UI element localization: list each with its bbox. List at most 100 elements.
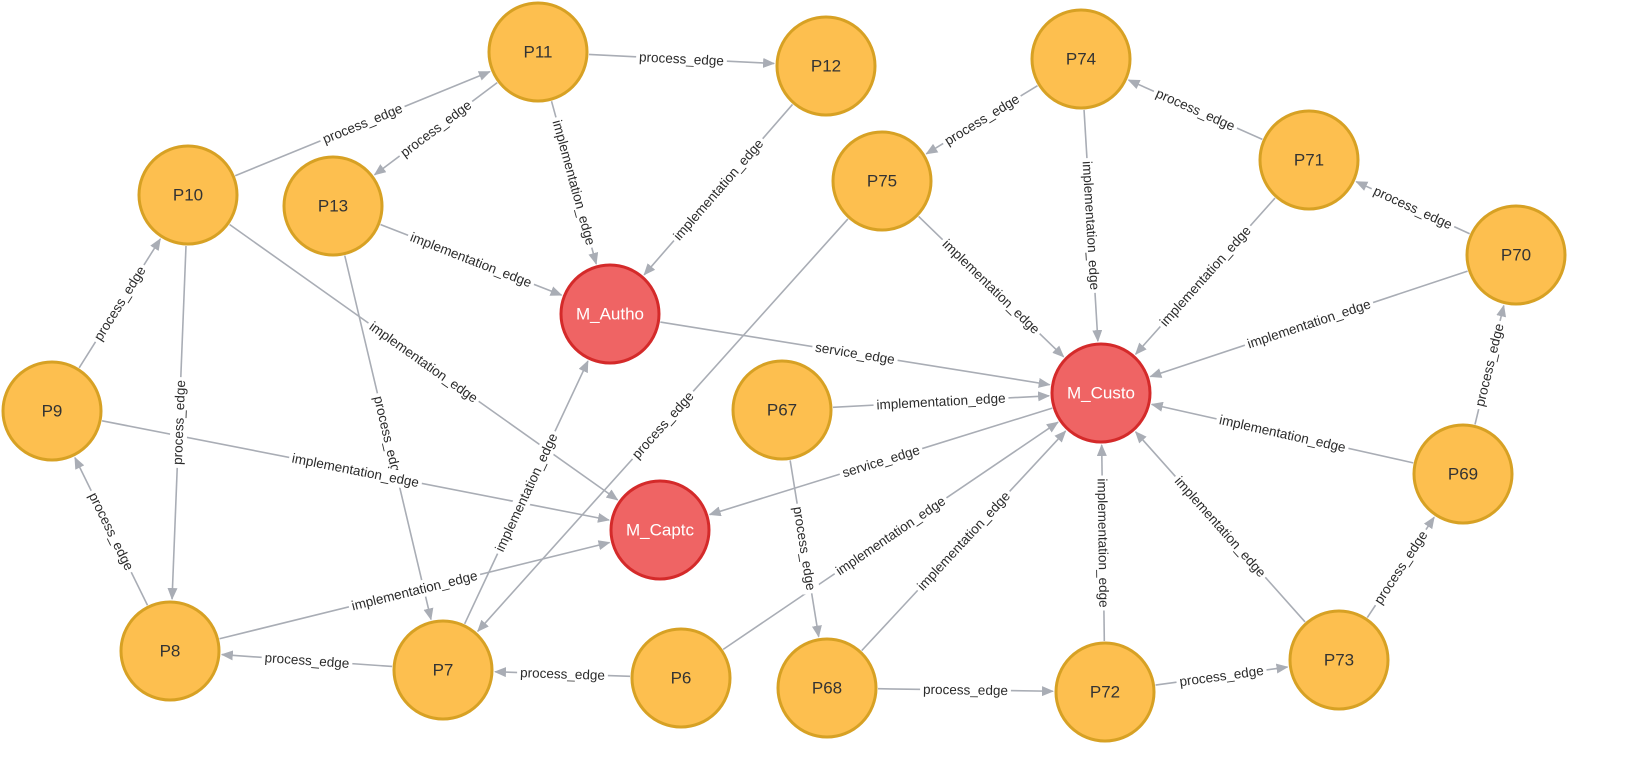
edge-label-background — [88, 260, 152, 347]
edge-label-group: implementation_edge — [936, 233, 1046, 340]
node-p68[interactable]: P68 — [776, 637, 878, 739]
process-node-circle[interactable] — [487, 1, 589, 103]
process-node-circle[interactable] — [630, 627, 732, 729]
edge-label-group: process_edge — [168, 376, 190, 469]
process-node-circle[interactable] — [1465, 204, 1567, 306]
edge-label: process_edge — [1154, 86, 1238, 134]
edge-label-background — [1078, 157, 1104, 294]
edge-label: implementation_edge — [492, 431, 560, 554]
edge-label-group: process_edge — [1150, 83, 1241, 136]
process-node-circle[interactable] — [119, 600, 221, 702]
node-p13[interactable]: P13 — [282, 155, 384, 257]
edge-label-group: service_edge — [811, 338, 899, 369]
edge-label: implementation_edge — [940, 236, 1043, 337]
process-node-circle[interactable] — [1288, 609, 1390, 711]
node-m-captc[interactable]: M_Captc — [609, 479, 711, 581]
edge-label: process_edge — [86, 490, 137, 573]
edge-label: process_edge — [942, 91, 1022, 148]
edge-label-group: implementation_edge — [1093, 475, 1113, 611]
process-node-circle[interactable] — [831, 130, 933, 232]
node-p74[interactable]: P74 — [1030, 8, 1132, 110]
node-label: P73 — [1324, 651, 1354, 670]
edge-label: implementation_edge — [1218, 412, 1347, 455]
process-node-circle[interactable] — [1258, 109, 1360, 211]
edge-label-background — [837, 440, 925, 483]
edge-label: service_edge — [814, 340, 896, 368]
edge-label: process_edge — [1178, 663, 1264, 689]
edge-label: process_edge — [91, 264, 149, 344]
edge-label-background — [1169, 470, 1272, 583]
edge-label-background — [363, 316, 484, 409]
edge-label-background — [1368, 524, 1433, 610]
edge-label: implementation_edge — [350, 568, 479, 614]
edge-label: process_edge — [1371, 528, 1431, 607]
edge-label-group: implementation_edge — [346, 566, 483, 616]
node-p8[interactable]: P8 — [119, 600, 221, 702]
edge-label-background — [261, 648, 353, 673]
edge-label-background — [394, 94, 478, 163]
edge-label-background — [811, 338, 899, 369]
node-p12[interactable]: P12 — [775, 15, 877, 117]
node-p72[interactable]: P72 — [1054, 641, 1156, 743]
process-node-circle[interactable] — [392, 619, 494, 721]
edge-label-group: process_edge — [919, 680, 1012, 700]
edge-label: implementation_edge — [876, 391, 1006, 413]
edge-label-group: process_edge — [261, 648, 353, 673]
edge-label: implementation_edge — [670, 136, 766, 243]
edge-label-group: process_edge — [1175, 661, 1268, 691]
edge-label: process_edge — [520, 665, 605, 683]
node-p10[interactable]: P10 — [137, 144, 239, 246]
node-p69[interactable]: P69 — [1412, 423, 1514, 525]
edge-label: process_edge — [639, 49, 724, 68]
edge-label-group: implementation_edge — [405, 227, 538, 293]
process-node-circle[interactable] — [1, 360, 103, 462]
edge-label-group: process_edge — [1368, 181, 1458, 235]
node-p73[interactable]: P73 — [1288, 609, 1390, 711]
process-node-circle[interactable] — [776, 637, 878, 739]
node-label: P12 — [811, 57, 841, 76]
node-p11[interactable]: P11 — [487, 1, 589, 103]
node-p67[interactable]: P67 — [731, 359, 833, 461]
process-node-circle[interactable] — [137, 144, 239, 246]
node-p9[interactable]: P9 — [1, 360, 103, 462]
process-node-circle[interactable] — [282, 155, 384, 257]
service-node-circle[interactable] — [1050, 342, 1152, 444]
node-label: M_Custo — [1067, 384, 1135, 403]
node-label: P71 — [1294, 151, 1324, 170]
edge-label: implementation_edge — [408, 229, 534, 290]
edge-label-background — [1470, 318, 1509, 412]
process-node-circle[interactable] — [1412, 423, 1514, 525]
node-p70[interactable]: P70 — [1465, 204, 1567, 306]
node-m-autho[interactable]: M_Autho — [559, 263, 661, 365]
edge-label-background — [626, 385, 700, 465]
service-node-circle[interactable] — [609, 479, 711, 581]
edge-label-group: implementation_edge — [547, 115, 600, 250]
node-label: P7 — [433, 661, 454, 680]
edge-label-background — [1214, 410, 1351, 457]
node-p75[interactable]: P75 — [831, 130, 933, 232]
node-p7[interactable]: P7 — [392, 619, 494, 721]
edge-label-background — [667, 133, 770, 247]
node-p71[interactable]: P71 — [1258, 109, 1360, 211]
edge-label-background — [1368, 181, 1458, 235]
edge-label-group: process_edge — [626, 385, 700, 465]
process-node-circle[interactable] — [731, 359, 833, 461]
node-p6[interactable]: P6 — [630, 627, 732, 729]
edge-label-background — [83, 486, 139, 576]
edge-label-group: process_edge — [88, 260, 152, 347]
node-m-custo[interactable]: M_Custo — [1050, 342, 1152, 444]
edge-label-group: implementation_edge — [489, 427, 563, 558]
edge-label-background — [516, 663, 609, 685]
process-node-circle[interactable] — [1054, 641, 1156, 743]
edge-label-group: process_edge — [516, 663, 609, 685]
node-label: P72 — [1090, 683, 1120, 702]
edge-label-background — [369, 391, 407, 484]
edge-label: process_edge — [170, 380, 188, 465]
edge-label: implementation_edge — [550, 118, 599, 246]
service-node-circle[interactable] — [559, 263, 661, 365]
edge-label: process_edge — [923, 682, 1008, 698]
process-node-circle[interactable] — [775, 15, 877, 117]
edge-label-background — [317, 98, 408, 149]
process-node-circle[interactable] — [1030, 8, 1132, 110]
edge-label-background — [547, 115, 600, 250]
